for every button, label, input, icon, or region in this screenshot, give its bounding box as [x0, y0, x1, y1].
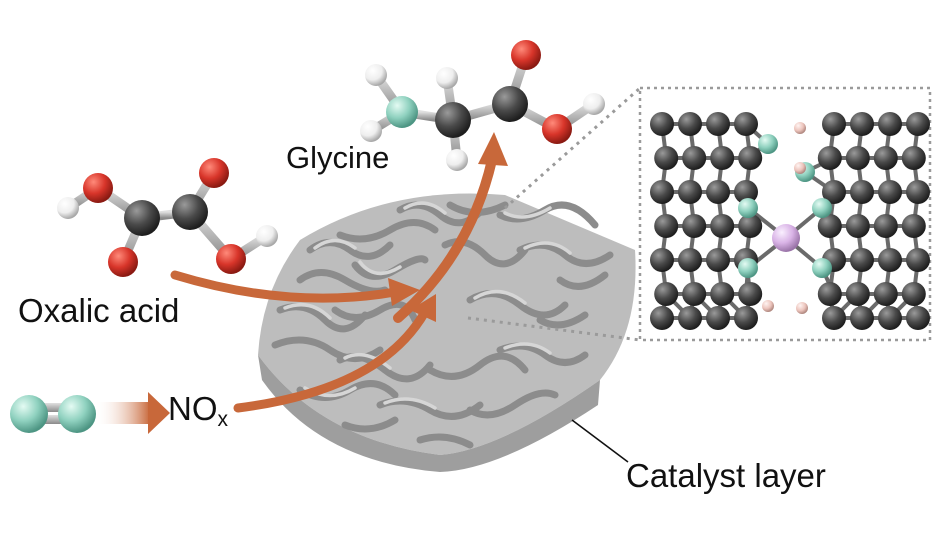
- inset-carbon-atom: [850, 306, 874, 330]
- inset-carbon-atom: [650, 112, 674, 136]
- inset-carbon-atom: [878, 248, 902, 272]
- inset-carbon-atom: [906, 306, 930, 330]
- inset-carbon-atom: [906, 180, 930, 204]
- inset-hydrogen-atom: [794, 162, 806, 174]
- inset-carbon-atom: [710, 146, 735, 170]
- inset-carbon-atom: [878, 306, 902, 330]
- inset-nitrogen-atom: [738, 258, 758, 278]
- inset-hydrogen-atom: [796, 302, 808, 314]
- inset-carbon-atom: [678, 306, 702, 330]
- inset-carbon-atom: [706, 306, 730, 330]
- zoom-lines: [467, 86, 641, 342]
- inset-carbon-atom: [850, 248, 874, 272]
- catalyst-leader-line: [571, 419, 629, 463]
- inset-hydrogen-atom: [794, 122, 806, 134]
- inset-nitrogen-atom: [758, 134, 778, 154]
- inset-carbon-atom: [817, 282, 842, 306]
- inset-structure: [638, 86, 932, 342]
- arrow-glycine: [393, 155, 497, 323]
- inset-carbon-atom: [873, 214, 898, 238]
- inset-carbon-atom: [901, 146, 926, 170]
- inset-hydrogen-atom: [762, 300, 774, 312]
- n2-molecule: [10, 395, 96, 433]
- inset-carbon-atom: [817, 214, 842, 238]
- inset-carbon-atom: [817, 146, 842, 170]
- catalyst-layer-label: Catalyst layer: [626, 457, 826, 494]
- inset-carbon-atom: [654, 146, 679, 170]
- inset-nitrogen-atom: [738, 198, 758, 218]
- inset-nitrogen-atom: [812, 198, 832, 218]
- inset-carbon-atom: [901, 214, 926, 238]
- inset-carbon-atom: [682, 282, 707, 306]
- inset-carbon-atom: [654, 214, 679, 238]
- inset-carbon-atom: [901, 282, 926, 306]
- inset-carbon-atom: [654, 282, 679, 306]
- inset-carbon-atom: [706, 248, 730, 272]
- nox-label: NOx: [168, 390, 228, 432]
- arrow-n2-to-nox: [95, 402, 150, 424]
- inset-carbon-atom: [738, 146, 763, 170]
- oxalic-acid-label: Oxalic acid: [18, 292, 180, 329]
- arrow-oxalic: [170, 270, 400, 303]
- inset-nitrogen-atom: [812, 258, 832, 278]
- inset-carbon-atom: [878, 180, 902, 204]
- inset-carbon-atom: [706, 112, 730, 136]
- inset-carbon-atom: [906, 248, 930, 272]
- catalyst-layer: [258, 193, 636, 472]
- inset-carbon-atom: [878, 112, 902, 136]
- inset-carbon-atom: [850, 180, 874, 204]
- inset-carbon-atom: [682, 214, 707, 238]
- glycine-label: Glycine: [286, 140, 390, 175]
- inset-carbon-atom: [738, 282, 763, 306]
- glycine-molecule: [360, 40, 605, 171]
- inset-carbon-atom: [873, 146, 898, 170]
- inset-carbon-atom: [650, 180, 674, 204]
- inset-carbon-atom: [822, 112, 846, 136]
- inset-carbon-atom: [734, 306, 758, 330]
- inset-carbon-atom: [906, 112, 930, 136]
- inset-carbon-atom: [845, 282, 870, 306]
- inset-carbon-atom: [822, 306, 846, 330]
- nox-label-main: NO: [168, 390, 218, 427]
- inset-carbon-atom: [822, 180, 846, 204]
- inset-carbon-atom: [706, 180, 730, 204]
- nox-label-subscript: x: [217, 408, 229, 431]
- inset-carbon-atom: [738, 214, 763, 238]
- oxalic-acid-molecule: [57, 158, 278, 277]
- inset-carbon-atom: [678, 112, 702, 136]
- inset-carbon-atom: [710, 282, 735, 306]
- inset-carbon-atom: [650, 306, 674, 330]
- inset-carbon-atom: [678, 180, 702, 204]
- inset-carbon-atom: [678, 248, 702, 272]
- inset-carbon-atom: [845, 146, 870, 170]
- inset-carbon-atom: [734, 180, 758, 204]
- inset-carbon-atom: [710, 214, 735, 238]
- inset-carbon-atom: [682, 146, 707, 170]
- inset-carbon-atom: [650, 248, 674, 272]
- reaction-arrows: [95, 132, 508, 434]
- inset-carbon-atom: [845, 214, 870, 238]
- arrow-nox: [233, 307, 430, 413]
- inset-metal-atom: [772, 224, 800, 252]
- inset-carbon-atom: [873, 282, 898, 306]
- inset-carbon-atom: [734, 112, 758, 136]
- inset-carbon-atom: [850, 112, 874, 136]
